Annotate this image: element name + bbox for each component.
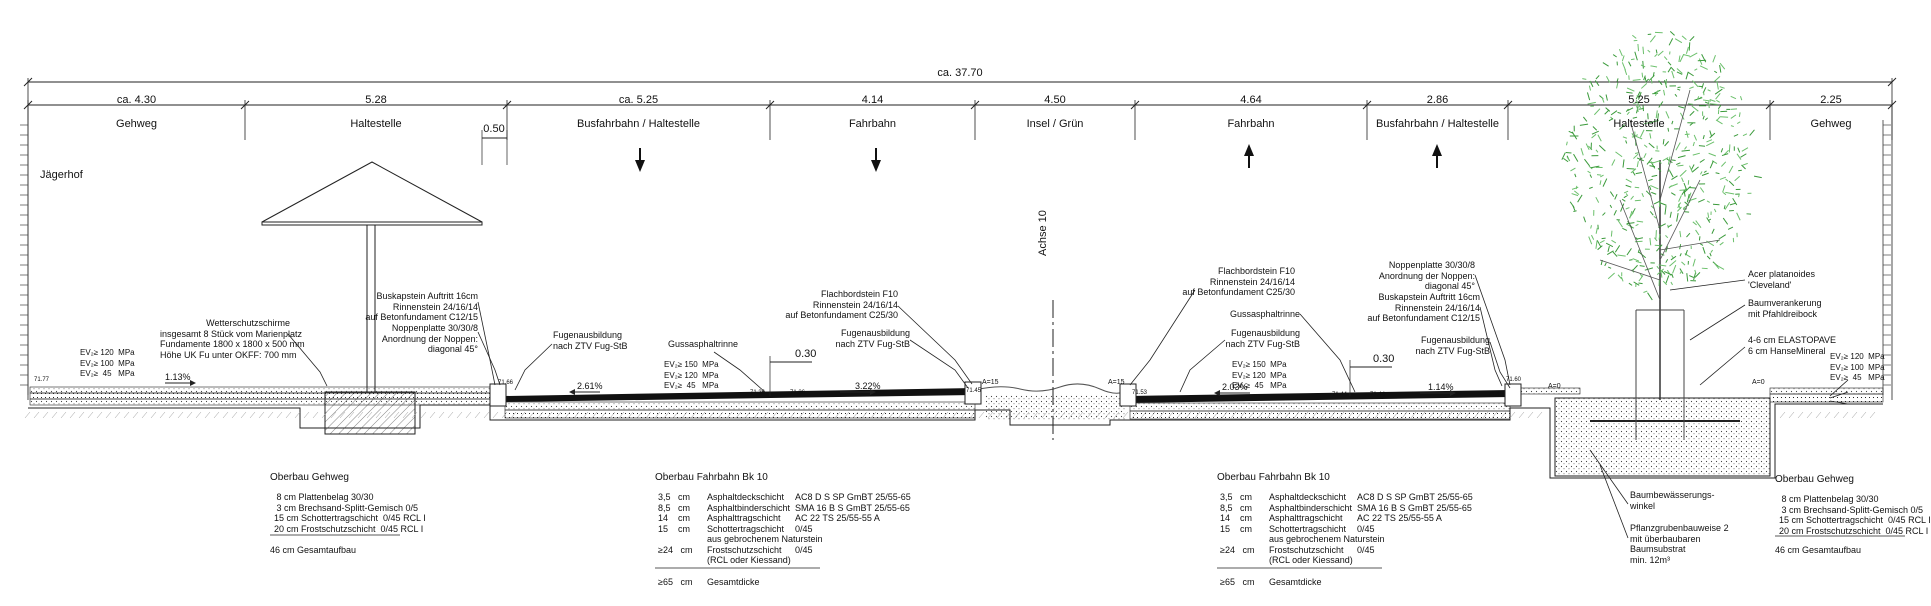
annotation-tree-anchoring: Baumverankerung mit Pfahldreibock — [1748, 298, 1822, 319]
ev-values-road-left: EV₂≥ 150 MPa EV₂≥ 120 MPa EV₂≥ 45 MPa — [664, 360, 719, 392]
a-mark: A=0 — [1752, 378, 1765, 388]
oberbau-total: ≥65 cm — [658, 577, 692, 588]
height-mark: 71.36 — [790, 388, 805, 398]
oberbau-rows: 8 cm Plattenbelag 30/30 3 cm Brechsand-S… — [274, 492, 426, 534]
oberbau-title: Oberbau Gehweg — [1775, 475, 1854, 485]
oberbau-total: ≥65 cm — [1220, 577, 1254, 588]
segment-dimension: ca. 5.25 — [619, 94, 658, 106]
zone-label: Fahrbahn — [849, 118, 896, 130]
annotation-bus-curb-right: Buskapstein Auftritt 16cm Rinnenstein 24… — [1350, 292, 1480, 324]
a-mark: A=15 — [1108, 378, 1125, 388]
annotation-joint-4: Fugenausbildung nach ZTV Fug-StB — [1390, 335, 1490, 356]
annotation-bus-curb-left: Buskapstein Auftritt 16cm Rinnenstein 24… — [345, 291, 478, 323]
oberbau-material: AC8 D S SP GmBT 25/55-65 SMA 16 B S GmBT… — [795, 492, 911, 555]
height-mark: 71.45 — [966, 386, 981, 396]
annotation-flat-curb-1: Flachbordstein F10 Rinnenstein 24/16/14 … — [780, 289, 898, 321]
segment-dimension: 4.50 — [1044, 94, 1065, 106]
annotation-tactile-plate-left: Noppenplatte 30/30/8 Anordnung der Noppe… — [345, 323, 478, 355]
height-mark: 71.45 — [1488, 390, 1503, 400]
oberbau-total-label: Gesamtdicke — [707, 577, 760, 588]
slope-label: 2.61% — [577, 381, 603, 391]
place-label: Jägerhof — [40, 170, 83, 180]
small-dimension-label: 0.50 — [483, 123, 504, 135]
oberbau-total-label: Gesamtdicke — [1269, 577, 1322, 588]
oberbau-title: Oberbau Gehweg — [270, 473, 349, 483]
height-mark: 71.77 — [34, 375, 49, 385]
slope-label: 3.22% — [855, 381, 881, 391]
segment-dimension: 5.25 — [1628, 94, 1649, 106]
axis-label: Achse 10 — [1038, 210, 1048, 256]
annotation-tactile-plate-right: Noppenplatte 30/30/8 Anordnung der Noppe… — [1360, 260, 1475, 292]
annotation-asphalt-gutter-2: Gussasphaltrinne — [1220, 309, 1300, 320]
ev-values-road-right: EV₂≥ 150 MPa EV₂≥ 120 MPa EV₂≥ 45 MPa — [1232, 360, 1287, 392]
slope-label: 1.14% — [1428, 382, 1454, 392]
annotation-tree-species: Acer platanoides 'Cleveland' — [1748, 269, 1815, 290]
height-mark: 71.53 — [1132, 388, 1147, 398]
oberbau-material: AC8 D S SP GmBT 25/55-65 SMA 16 B S GmBT… — [1357, 492, 1473, 555]
zone-label: Gehweg — [116, 118, 157, 130]
zone-label: Haltestelle — [1613, 118, 1664, 130]
segment-dimension: ca. 4.30 — [117, 94, 156, 106]
oberbau-thickness: 3,5 cm 8,5 cm 14 cm 15 cm ≥24 cm — [1220, 492, 1254, 555]
a-mark: A=15 — [982, 378, 999, 388]
zone-label: Busfahrbahn / Haltestelle — [577, 118, 700, 130]
a-mark: A=0 — [1548, 382, 1561, 392]
height-mark: 71.66 — [498, 378, 513, 388]
small-dimension — [482, 130, 507, 165]
annotation-joint-3: Fugenausbildung nach ZTV Fug-StB — [1200, 328, 1300, 349]
height-mark: 71.60 — [1506, 375, 1521, 385]
segment-dimension: 4.14 — [862, 94, 883, 106]
annotation-irrigation: Baumbewässerungs- winkel — [1630, 490, 1715, 511]
tree — [1562, 31, 1762, 440]
overall-dimension: ca. 37.70 — [937, 67, 982, 79]
oberbau-title: Oberbau Fahrbahn Bk 10 — [655, 473, 768, 483]
direction-arrows — [635, 144, 1442, 172]
height-mark: 71.36 — [750, 388, 765, 398]
zone-label: Busfahrbahn / Haltestelle — [1376, 118, 1499, 130]
annotation-flat-curb-2: Flachbordstein F10 Rinnenstein 24/16/14 … — [1180, 266, 1295, 298]
segment-dimension: 2.25 — [1820, 94, 1841, 106]
oberbau-title: Oberbau Fahrbahn Bk 10 — [1217, 473, 1330, 483]
oberbau-thickness: 3,5 cm 8,5 cm 14 cm 15 cm ≥24 cm — [658, 492, 692, 555]
annotation-joint-2: Fugenausbildung nach ZTV Fug-StB — [810, 328, 910, 349]
segment-dimension: 4.64 — [1240, 94, 1261, 106]
gutter-width: 0.30 — [795, 349, 816, 359]
zone-label: Gehweg — [1811, 118, 1852, 130]
oberbau-total: 46 cm Gesamtaufbau — [1775, 545, 1861, 556]
ev-values-right: EV₂≥ 120 MPa EV₂≥ 100 MPa EV₂≥ 45 MPa — [1830, 352, 1885, 384]
ev-values-left: EV₂≥ 120 MPa EV₂≥ 100 MPa EV₂≥ 45 MPa — [80, 348, 135, 380]
slope-label: 1.13% — [165, 372, 191, 382]
annotation-joint-1: Fugenausbildung nach ZTV Fug-StB — [553, 330, 628, 351]
frame-ladders — [20, 120, 1891, 395]
annotation-elastopave: 4-6 cm ELASTOPAVE 6 cm HanseMineral — [1748, 335, 1836, 356]
annotation-planting-pit: Pflanzgrubenbauweise 2 mit überbaubaren … — [1630, 523, 1729, 565]
height-mark: 71.44 — [1332, 390, 1347, 400]
segment-dimension: 2.86 — [1427, 94, 1448, 106]
zone-label: Haltestelle — [350, 118, 401, 130]
height-mark: 71.44 — [1370, 390, 1385, 400]
annotation-weather-shelter: Wetterschutzschirme insgesamt 8 Stück vo… — [160, 318, 290, 360]
zone-label: Insel / Grün — [1027, 118, 1084, 130]
zone-label: Fahrbahn — [1227, 118, 1274, 130]
segment-dimension: 5.28 — [365, 94, 386, 106]
oberbau-total: 46 cm Gesamtaufbau — [270, 545, 356, 556]
annotation-asphalt-gutter-1: Gussasphaltrinne — [668, 339, 738, 350]
oberbau-rows: 8 cm Plattenbelag 30/30 3 cm Brechsand-S… — [1779, 494, 1931, 536]
pavement-layers — [25, 382, 1883, 478]
